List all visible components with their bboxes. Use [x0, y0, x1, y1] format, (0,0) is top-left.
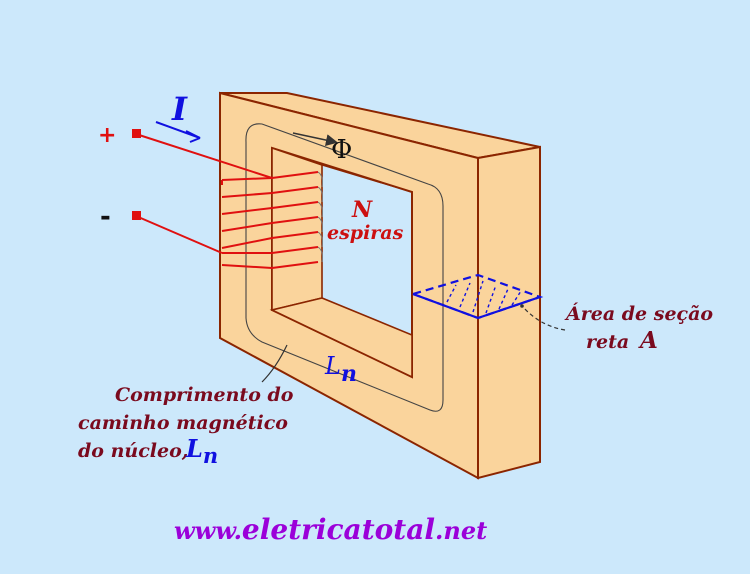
flux-arrow [292, 132, 338, 146]
path-label-line2: caminho magnético [78, 412, 288, 434]
area-leader-line [521, 305, 566, 331]
path-leader-line [261, 344, 288, 383]
negative-terminal [132, 211, 141, 220]
window-inner-bottom-face [269, 297, 413, 379]
turns-symbol: N [351, 197, 373, 223]
core-right-side-face [477, 145, 541, 480]
area-label-line1: Área de seção [564, 302, 713, 325]
path-label-symbol: Ln [185, 434, 218, 468]
path-label-line3: do núcleo, [78, 440, 188, 462]
current-symbol: I [171, 90, 188, 128]
website-url[interactable]: www.eletricatotal.net [174, 513, 487, 546]
area-symbol: A [638, 327, 658, 354]
path-symbol: Ln [324, 352, 357, 387]
path-label-line1: Comprimento do [115, 384, 294, 406]
flux-symbol: Φ [331, 135, 352, 165]
coil-winding [135, 133, 319, 269]
positive-terminal [132, 129, 141, 138]
plus-sign: + [98, 123, 116, 148]
minus-sign: - [100, 202, 111, 232]
magnetic-path-loop [245, 123, 444, 412]
window-inner-top-edge [321, 164, 413, 193]
turns-label: espiras [327, 222, 404, 244]
cross-section-area [409, 273, 544, 320]
area-label-line2: reta [586, 331, 629, 353]
coil-back-wraps [317, 171, 323, 263]
